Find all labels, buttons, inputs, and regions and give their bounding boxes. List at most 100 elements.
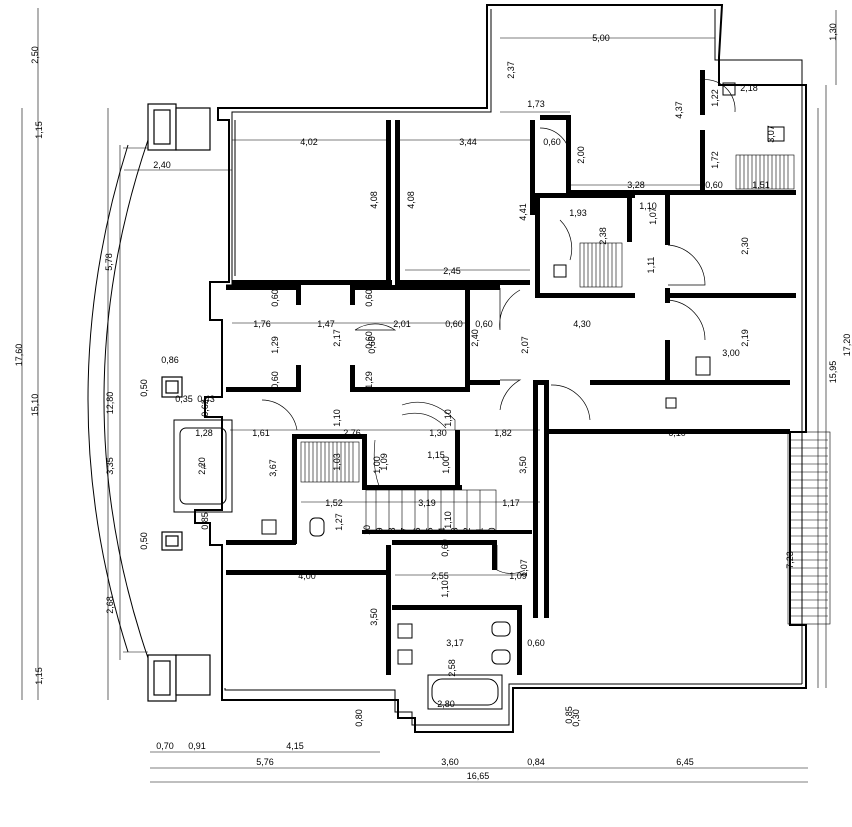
dimension-label: 15,95 [828,361,838,384]
dimension-label: 1,07 [519,559,529,577]
dimension-label: 2,45 [443,266,461,276]
dimension-label: 17,20 [842,334,852,357]
dimension-label: 2,19 [740,329,750,347]
dimension-label: 4,00 [298,571,316,581]
dimension-label: 0,60 [705,180,723,190]
dimension-label: 1,61 [252,428,270,438]
dimension-label: 2,00 [576,146,586,164]
dimension-label: 0,43 [197,394,215,404]
dimension-label: 2,37 [506,61,516,79]
dimension-label: 0,86 [161,355,179,365]
dimension-label: 2,20 [197,457,207,475]
dimension-label: 1,51 [752,180,770,190]
dimension-label: 5,76 [256,757,274,767]
dimension-label: 2 [462,527,472,532]
dimension-label: 0,60 [475,319,493,329]
dimension-label: 2,58 [447,659,457,677]
dimension-label: 0,60 [543,137,561,147]
dimension-label: 1,73 [527,99,545,109]
dimension-label: 1,22 [710,89,720,107]
dimension-label: 6 [412,527,422,532]
dimension-label: 0,35 [175,394,193,404]
dimension-label: 2,40 [153,160,171,170]
dimension-label: 0,60 [270,289,280,307]
dimension-label: 2,80 [437,699,455,709]
dimension-label: 0,50 [139,379,149,397]
dimension-label: 0,30 [571,709,581,727]
dimension-label: 1,10 [440,580,450,598]
dimension-label: 9 [375,527,385,532]
dimension-label: 1,82 [494,428,512,438]
dimension-label: 0,50 [139,532,149,550]
dimension-label: 16,65 [467,771,490,781]
dimension-label: 2,68 [105,596,115,614]
dimension-label: 1 [475,527,485,532]
dimension-label: 1,93 [569,208,587,218]
dimension-label: 1,00 [441,456,451,474]
dimension-label: 4,08 [406,191,416,209]
interior-walls [226,70,796,675]
dimension-label: 8 [387,527,397,532]
dimension-label: 3,44 [459,137,477,147]
dimension-label: 4,08 [369,191,379,209]
dimension-label: 4,41 [518,203,528,221]
dimension-label: 1,52 [325,498,343,508]
dimension-label: 2,38 [598,227,608,245]
dimension-label: 0,91 [188,741,206,751]
dimension-label: 1,09 [379,453,389,471]
dimension-label: 3,60 [441,757,459,767]
dimension-label: 0,85 [564,706,574,724]
dimension-label: 3,00 [722,348,740,358]
exterior-walls [194,4,807,733]
dimension-label: 1,10 [332,409,342,427]
dimension-label: 1,47 [317,319,335,329]
dimension-label: 3,17 [446,638,464,648]
doors [261,79,736,574]
dimension-label: 0,60 [440,539,450,557]
dimension-label: 2,50 [30,46,40,64]
dimension-label: 10 [362,525,372,535]
dimension-label: 2,17 [332,329,342,347]
dimension-label: 2,01 [393,319,411,329]
dimension-label: 1,07 [648,207,658,225]
dimension-label: 2,40 [470,329,480,347]
dimension-label: 0,62 [200,399,210,417]
dimension-label: 2,07 [520,336,530,354]
dimension-label: 15,10 [30,394,40,417]
dimension-label: 1,29 [364,371,374,389]
dimension-label: 4,15 [286,741,304,751]
dimension-label: 3 [450,527,460,532]
dimension-label: 2,55 [431,571,449,581]
dimension-label: 1,15 [427,450,445,460]
dimension-label: 3,28 [627,180,645,190]
dimension-label: 1,72 [710,151,720,169]
dimension-label: 1,11 [646,257,656,274]
dimension-label: 1,27 [334,513,344,531]
dimension-label: 3,07 [766,125,776,143]
dimension-label: 0,60 [364,331,374,349]
dimension-label: 1,03 [332,453,342,471]
dimension-label: 5,00 [592,33,610,43]
curved-balcony [87,139,149,659]
dimension-label: 1,15 [34,667,44,685]
dimension-label: 5 [425,527,435,532]
dimension-label: 0,70 [156,741,174,751]
dimension-label: 4,37 [674,101,684,119]
dimension-label: 1,17 [502,498,520,508]
dimension-label: 2,76 [343,428,361,438]
dimension-label: 0,85 [200,512,210,530]
dimension-label: 4 [437,527,447,532]
dimension-label: 0,60 [364,289,374,307]
dimension-label: 3,67 [268,459,278,477]
dimension-label: 3,50 [518,456,528,474]
dimension-label: 1,10 [443,511,453,529]
dimension-label: 0,60 [270,371,280,389]
dimension-label: 1,29 [270,336,280,354]
dimension-label: 3,35 [105,457,115,475]
dimension-label: 0,84 [527,757,545,767]
columns [147,103,211,702]
dimension-label: 4,30 [573,319,591,329]
dimension-label: 0 [487,527,497,532]
